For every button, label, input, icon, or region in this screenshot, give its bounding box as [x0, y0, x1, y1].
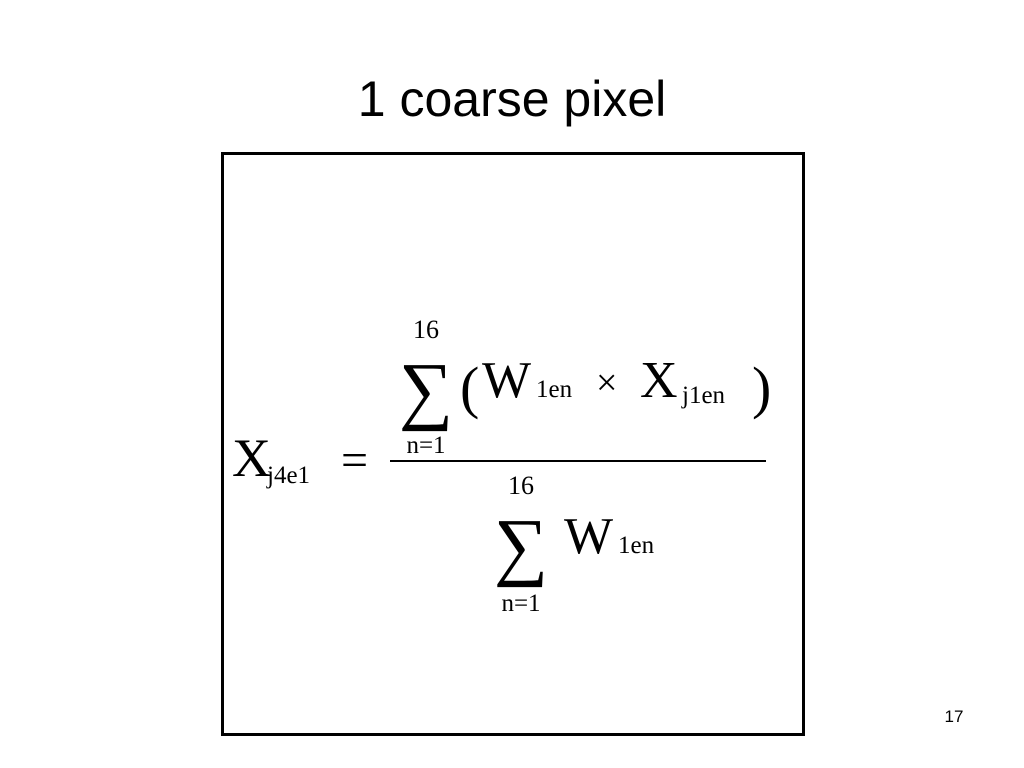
equals-sign: =	[341, 434, 368, 487]
numerator-term1-subscript: 1en	[536, 376, 573, 403]
weighted-average-formula: X j4e1 = 16 ∑ n=1 ( W 1en × X j1en ) 16 …	[232, 315, 771, 617]
numerator-sum-lower: n=1	[406, 432, 445, 459]
numerator-term2-subscript: j1en	[681, 382, 726, 409]
page-number: 17	[944, 707, 964, 726]
denominator-sum-symbol: ∑	[494, 504, 548, 588]
numerator-sum-upper: 16	[413, 315, 439, 344]
numerator-sum-symbol: ∑	[399, 348, 453, 432]
denominator-sum-lower: n=1	[501, 590, 540, 617]
lhs-symbol: X	[232, 428, 271, 488]
slide-title: 1 coarse pixel	[357, 71, 667, 127]
numerator-term1-symbol: W	[482, 352, 531, 409]
numerator-open-paren: (	[460, 355, 479, 420]
lhs-subscript: j4e1	[266, 462, 310, 489]
denominator-term-subscript: 1en	[618, 532, 655, 559]
denominator-term-symbol: W	[564, 508, 613, 565]
numerator-close-paren: )	[752, 355, 771, 420]
numerator-term2-symbol: X	[640, 352, 678, 409]
formula-box: X j4e1 = 16 ∑ n=1 ( W 1en × X j1en ) 16 …	[221, 152, 805, 736]
denominator-sum-upper: 16	[508, 471, 534, 500]
numerator-times: ×	[596, 362, 617, 404]
